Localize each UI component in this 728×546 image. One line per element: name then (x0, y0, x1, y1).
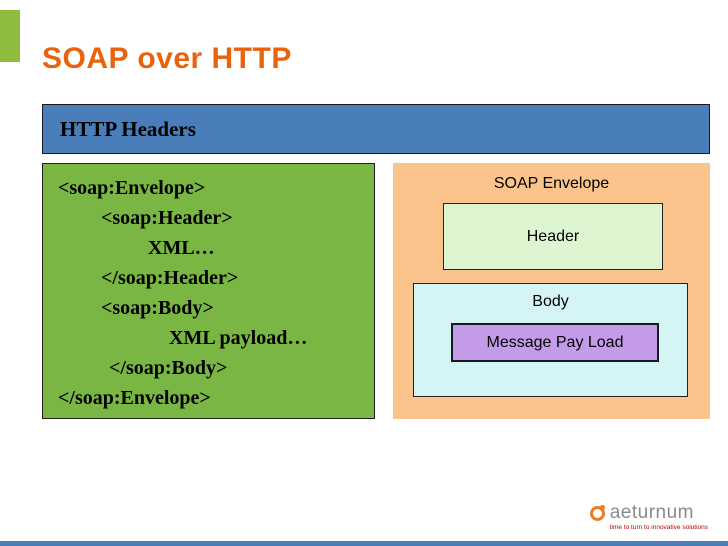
logo-text-group: aeturnum time to turn to innovative solu… (609, 502, 708, 532)
http-headers-box: HTTP Headers (42, 104, 710, 154)
code-line-xml-payload: XML payload… (169, 327, 308, 349)
message-payload-box: Message Pay Load (451, 323, 659, 362)
logo-wordmark: aeturnum (609, 502, 694, 523)
corner-accent-bar (0, 10, 20, 62)
code-line-envelope-open: <soap:Envelope> (58, 177, 206, 199)
code-line-header-close: </soap:Header> (101, 267, 239, 289)
code-line-envelope-close: </soap:Envelope> (58, 387, 211, 409)
aeturnum-logo: aeturnum time to turn to innovative solu… (589, 502, 708, 532)
soap-xml-code-box: <soap:Envelope> <soap:Header> XML… </soa… (42, 163, 375, 419)
page-title: SOAP over HTTP (42, 42, 292, 75)
logo-ring-icon (589, 505, 605, 521)
envelope-header-box: Header (443, 203, 663, 270)
code-line-body-open: <soap:Body> (101, 297, 214, 319)
code-line-xml: XML… (148, 237, 215, 259)
envelope-header-label: Header (526, 227, 580, 245)
message-payload-label: Message Pay Load (486, 333, 624, 351)
envelope-body-box: Body Message Pay Load (413, 283, 688, 397)
http-headers-label: HTTP Headers (60, 116, 196, 141)
envelope-body-label: Body (532, 293, 569, 310)
soap-envelope-box: SOAP Envelope Header Body Message Pay Lo… (393, 163, 710, 419)
bottom-accent-strip (0, 541, 728, 546)
soap-envelope-label: SOAP Envelope (493, 175, 610, 192)
logo-tagline: time to turn to innovative solutions (609, 524, 708, 531)
code-line-body-close: </soap:Body> (109, 357, 228, 379)
code-line-header-open: <soap:Header> (101, 207, 233, 229)
